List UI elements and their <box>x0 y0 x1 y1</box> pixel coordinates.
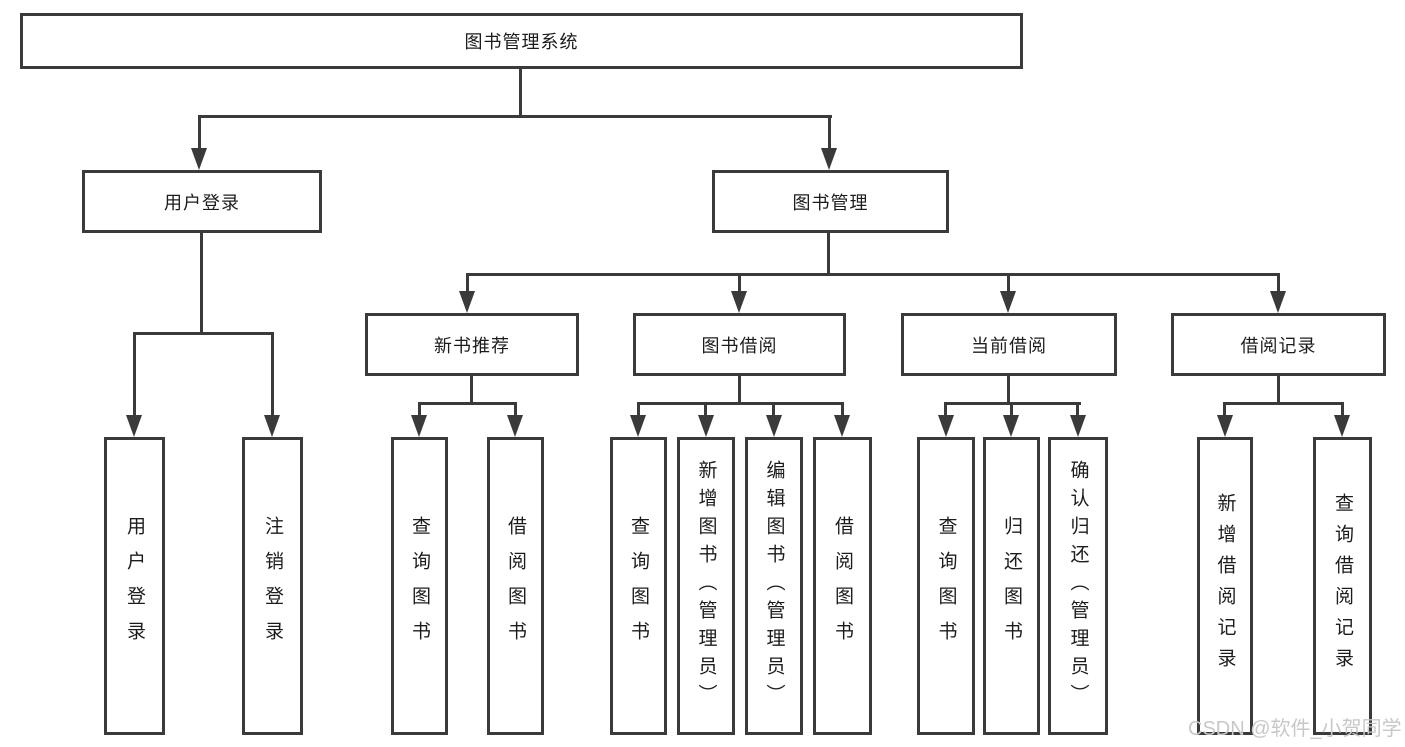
node-label: 新书推荐 <box>434 335 510 356</box>
arrowhead-down-icon <box>1217 415 1233 437</box>
arrowhead-down-icon <box>1270 291 1286 313</box>
leaf-query-books-recommend: 查询图书 <box>391 437 448 735</box>
leaf-borrow-books-recommend: 借阅图书 <box>487 437 544 735</box>
arrowhead-down-icon <box>459 291 475 313</box>
arrowhead-down-icon <box>1003 415 1019 437</box>
leaf-label: 查询图书 <box>935 516 957 656</box>
leaf-label: 查询图书 <box>409 516 430 656</box>
connector-line <box>1007 376 1010 405</box>
leaf-user-login: 用户登录 <box>104 437 165 735</box>
connector-line <box>1223 402 1344 405</box>
connector-line <box>198 115 832 118</box>
leaf-logout: 注销登录 <box>242 437 303 735</box>
node-label: 当前借阅 <box>971 335 1047 356</box>
connector-line <box>738 273 741 293</box>
connector-line <box>827 233 830 276</box>
leaf-add-book-admin: 新增图书（管理员） <box>677 437 735 735</box>
leaf-label: 查询图书 <box>628 516 649 656</box>
leaf-borrow-books-borrowing: 借阅图书 <box>813 437 872 735</box>
node-book-borrowing: 图书借阅 <box>633 313 846 376</box>
connector-line <box>514 402 517 417</box>
arrowhead-down-icon <box>731 291 747 313</box>
connector-line <box>637 402 640 417</box>
arrowhead-down-icon <box>766 415 782 437</box>
node-label: 用户登录 <box>164 192 240 213</box>
arrowhead-down-icon <box>630 415 646 437</box>
connector-line <box>466 273 1279 276</box>
leaf-label: 编辑图书（管理员） <box>763 460 785 712</box>
arrowhead-down-icon <box>834 415 850 437</box>
connector-line <box>133 332 274 335</box>
arrowhead-down-icon <box>126 415 142 437</box>
leaf-query-books-borrowing: 查询图书 <box>610 437 667 735</box>
connector-line <box>470 376 473 405</box>
connector-line <box>418 402 517 405</box>
connector-line <box>133 332 136 419</box>
leaf-label: 注销登录 <box>262 516 283 656</box>
node-label: 图书管理系统 <box>464 32 579 52</box>
leaf-label: 新增图书（管理员） <box>695 460 717 712</box>
leaf-label: 确认归还（管理员） <box>1067 460 1089 712</box>
connector-line <box>271 332 274 419</box>
node-borrowing-records: 借阅记录 <box>1171 313 1386 376</box>
arrowhead-down-icon <box>1334 415 1350 437</box>
arrowhead-down-icon <box>507 415 523 437</box>
connector-line <box>466 273 469 293</box>
connector-line <box>1277 376 1280 405</box>
leaf-label: 用户登录 <box>124 516 145 656</box>
leaf-label: 新增借阅记录 <box>1214 493 1236 679</box>
connector-line <box>1010 402 1013 417</box>
connector-line <box>200 233 203 335</box>
connector-line <box>828 115 831 152</box>
arrowhead-down-icon <box>411 415 427 437</box>
node-user-login: 用户登录 <box>82 170 322 233</box>
arrowhead-down-icon <box>938 415 954 437</box>
node-book-management: 图书管理 <box>712 170 949 233</box>
connector-line <box>772 402 775 417</box>
connector-line <box>1277 273 1280 293</box>
connector-line <box>637 402 844 405</box>
node-label: 图书借阅 <box>701 335 778 356</box>
connector-line <box>198 115 201 152</box>
node-current-borrowing: 当前借阅 <box>901 313 1117 376</box>
connector-line <box>1076 402 1079 417</box>
csdn-watermark: CSDN @软件_小贺同学 <box>1188 718 1402 740</box>
connector-line <box>738 376 741 405</box>
connector-line <box>1007 273 1010 293</box>
connector-line <box>704 402 707 417</box>
leaf-edit-book-admin: 编辑图书（管理员） <box>745 437 803 735</box>
arrowhead-down-icon <box>821 148 837 170</box>
leaf-label: 借阅图书 <box>505 516 526 656</box>
leaf-query-borrow-record: 查询借阅记录 <box>1313 437 1372 735</box>
leaf-add-borrow-record: 新增借阅记录 <box>1197 437 1253 735</box>
connector-line <box>841 402 844 417</box>
leaf-confirm-return-admin: 确认归还（管理员） <box>1048 437 1108 735</box>
arrowhead-down-icon <box>264 415 280 437</box>
node-label: 图书管理 <box>792 192 869 213</box>
connector-line <box>1223 402 1226 417</box>
leaf-label: 归还图书 <box>1001 516 1022 656</box>
arrowhead-down-icon <box>1070 415 1086 437</box>
node-new-book-recommend: 新书推荐 <box>365 313 579 376</box>
leaf-label: 借阅图书 <box>832 516 853 656</box>
leaf-label: 查询借阅记录 <box>1332 493 1353 679</box>
arrowhead-down-icon <box>1000 291 1016 313</box>
arrowhead-down-icon <box>191 148 207 170</box>
connector-line <box>1341 402 1344 417</box>
node-label: 借阅记录 <box>1240 335 1317 356</box>
leaf-query-books-current: 查询图书 <box>917 437 975 735</box>
connector-line <box>519 69 522 118</box>
node-root-library-system: 图书管理系统 <box>20 13 1023 69</box>
connector-line <box>944 402 947 417</box>
leaf-return-book: 归还图书 <box>983 437 1040 735</box>
connector-line <box>418 402 421 417</box>
arrowhead-down-icon <box>698 415 714 437</box>
